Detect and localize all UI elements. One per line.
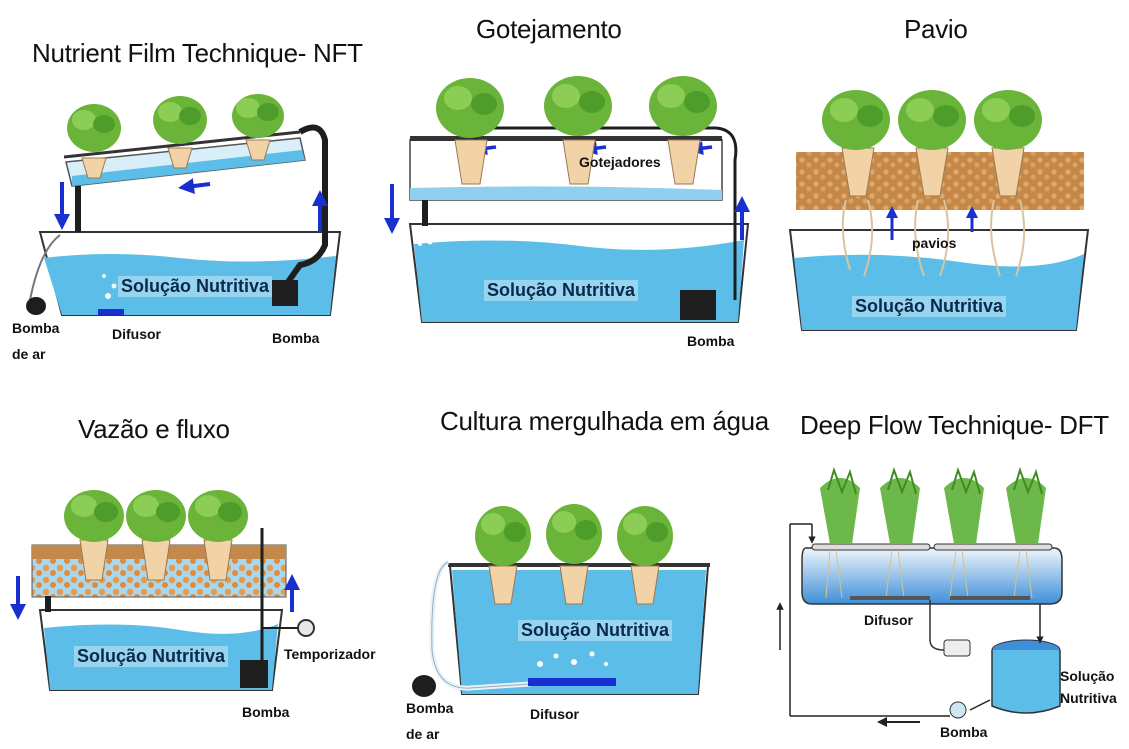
ebb-plant-2 [126,490,186,581]
dft-diffuser-label: Difusor [864,612,913,628]
dwc-panel [412,504,710,697]
nft-panel [26,94,342,316]
nft-plant-3 [232,94,284,161]
dwc-air-pump [412,675,436,697]
dwc-air-pump-label-2: de ar [406,726,440,742]
wick-water [794,254,1084,330]
nft-plant-1 [67,104,121,179]
drip-title: Gotejamento [476,14,622,44]
dft-panel [776,466,1063,727]
nft-pump [272,280,298,306]
drip-plant-1 [436,78,504,185]
ebb-solution-label: Solução Nutritiva [74,646,229,667]
ebb-timer-label: Temporizador [284,646,376,662]
dft-plant-2 [880,466,920,544]
wick-solution-label: Solução Nutritiva [852,296,1007,317]
nft-air-pump-label-2: de ar [12,346,46,362]
wick-title: Pavio [904,14,968,44]
nft-air-pump [26,297,46,315]
ebb-pump [240,660,268,688]
wick-plant-2 [898,90,966,197]
dwc-diffuser-label: Difusor [530,706,579,722]
dft-title: Deep Flow Technique- DFT [800,410,1109,440]
dft-air-pump [943,639,971,657]
dwc-plant-3 [617,506,673,605]
dft-reservoir [991,650,1061,714]
ebb-panel [10,490,315,691]
dft-pump-label: Bomba [940,724,988,740]
dwc-title: Cultura mergulhada em água [440,406,769,436]
nft-diffuser-label: Difusor [112,326,161,342]
dft-solution-label-2: Nutritiva [1060,690,1117,706]
ebb-pump-label: Bomba [242,704,290,720]
ebb-plant-3 [188,490,248,581]
dft-plant-4 [1006,466,1046,544]
ebb-plant-1 [64,490,124,581]
dwc-solution-label: Solução Nutritiva [518,620,673,641]
drip-drippers-label: Gotejadores [579,154,661,170]
drip-pump [680,290,716,320]
dft-plant-3 [944,466,984,544]
wick-plant-3 [974,90,1042,197]
timer-icon [297,619,315,637]
wick-plant-1 [822,90,890,197]
nft-solution-label: Solução Nutritiva [118,276,273,297]
dwc-plant-1 [475,506,531,605]
nft-title: Nutrient Film Technique- NFT [32,38,363,68]
ebb-title: Vazão e fluxo [78,414,230,444]
drip-solution-label: Solução Nutritiva [484,280,639,301]
drip-plant-3 [649,76,717,185]
nft-air-pump-label-1: Bomba [12,320,60,336]
dwc-plant-2 [546,504,602,605]
nft-pump-label: Bomba [272,330,320,346]
nft-diffuser [98,309,124,315]
nft-plant-2 [153,96,207,169]
drip-plant-2 [544,76,612,185]
dwc-air-pump-label-1: Bomba [406,700,454,716]
drip-pump-label: Bomba [687,333,735,349]
dft-pump [949,701,967,719]
dft-plant-1 [820,466,860,544]
dft-channel [801,547,1063,605]
wick-wicks-label: pavios [912,235,957,251]
dwc-diffuser [528,678,616,686]
dft-solution-label-1: Solução [1060,668,1115,684]
wick-panel [788,90,1090,331]
